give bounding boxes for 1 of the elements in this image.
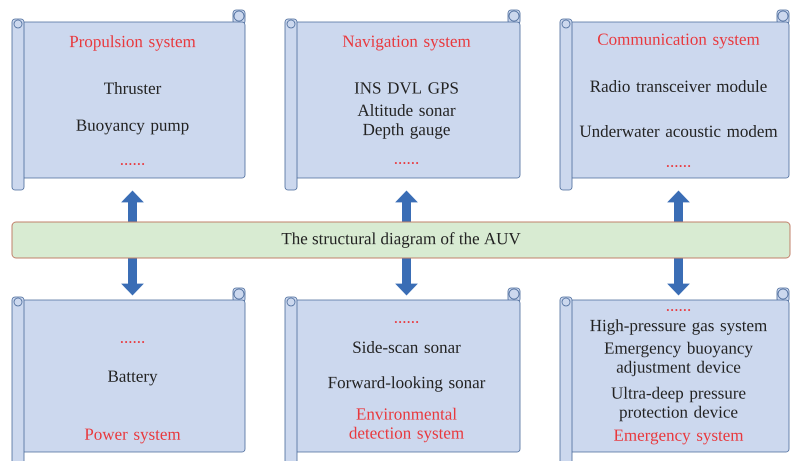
title-band: The structural diagram of the AUV	[12, 222, 790, 258]
